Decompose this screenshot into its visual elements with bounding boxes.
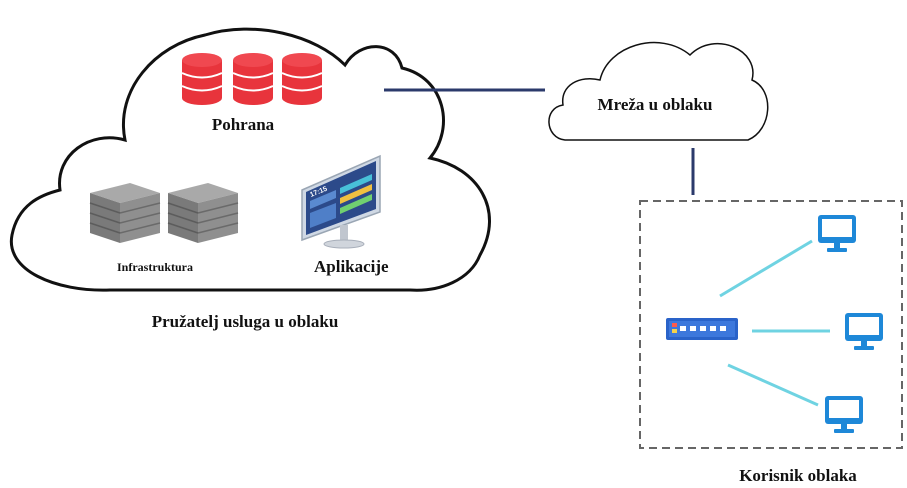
- desktop-computer-icon: [845, 313, 883, 350]
- lan-link: [727, 363, 819, 407]
- provider-label: Pružatelj usluga u oblaku: [152, 312, 339, 331]
- database-icon: [232, 52, 274, 106]
- server-rack-icon: [89, 182, 161, 244]
- user-network-box: [639, 200, 903, 449]
- database-icon: [281, 52, 323, 106]
- network-cloud-shape: [548, 41, 769, 141]
- network-switch-icon: [666, 318, 738, 340]
- lan-link: [719, 239, 813, 298]
- network-label: Mreža u oblaku: [598, 95, 713, 114]
- storage-label: Pohrana: [212, 115, 275, 134]
- user-label: Korisnik oblaka: [739, 466, 857, 485]
- server-rack-icon: [167, 182, 239, 244]
- infrastructure-label: Infrastruktura: [117, 260, 193, 274]
- database-icon: [181, 52, 223, 106]
- monitor-app-icon: 17:15: [301, 154, 381, 249]
- desktop-computer-icon: [818, 215, 856, 252]
- desktop-computer-icon: [825, 396, 863, 433]
- applications-label: Aplikacije: [314, 257, 389, 276]
